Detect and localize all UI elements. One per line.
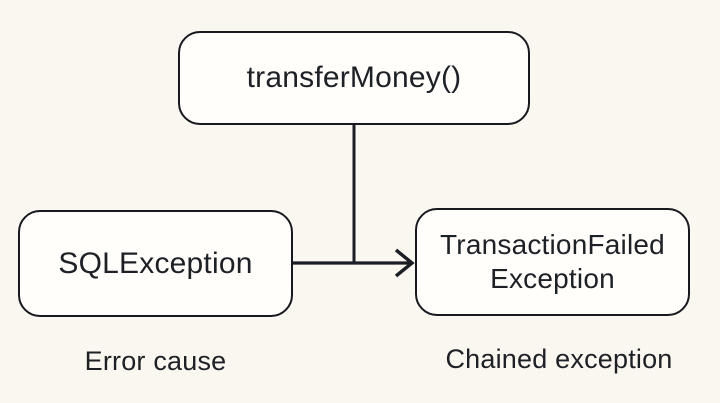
caption-chained-exception: Chained exception bbox=[445, 344, 673, 374]
chevron-right-arrowhead-icon bbox=[394, 248, 415, 278]
node-sqlexception-label: SQLException bbox=[58, 246, 253, 280]
node-transactionfailedexception-label: TransactionFailed Exception bbox=[440, 228, 665, 296]
node-transfermoney: transferMoney() bbox=[178, 31, 530, 125]
caption-error-cause: Error cause bbox=[84, 346, 227, 376]
node-transactionfailedexception: TransactionFailed Exception bbox=[415, 208, 690, 316]
node-sqlexception: SQLException bbox=[18, 210, 293, 317]
label-line-2: Exception bbox=[490, 263, 615, 294]
label-line-1: TransactionFailed bbox=[440, 229, 665, 260]
node-transfermoney-label: transferMoney() bbox=[246, 61, 462, 94]
